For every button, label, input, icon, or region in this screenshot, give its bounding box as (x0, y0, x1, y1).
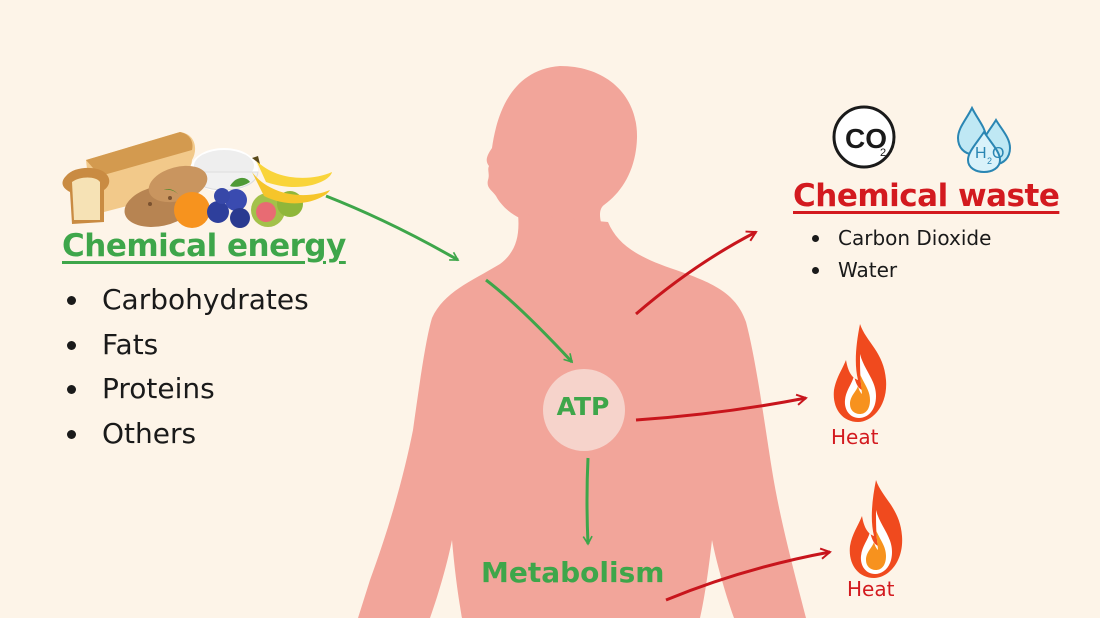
body-to-atp-arrow (485, 278, 574, 364)
food-icon (62, 132, 332, 228)
h2o-text: H (975, 145, 987, 162)
metabolism-to-heat-arrow (665, 547, 832, 602)
co2-icon: CO 2 (832, 105, 896, 169)
chemical-waste-list: Carbon Dioxide Water (808, 222, 991, 286)
atp-to-heat-arrow (635, 393, 808, 422)
atp-circle (543, 369, 625, 451)
h2o-subscript: 2 (987, 156, 992, 166)
list-item: Carbohydrates (62, 278, 309, 323)
water-drops-icon (956, 105, 1012, 174)
list-item: Water (808, 254, 991, 286)
body-to-waste-arrow (635, 230, 758, 316)
green-arrows (325, 194, 593, 546)
red-arrows (635, 230, 832, 602)
fire-icon (849, 480, 903, 578)
metabolism-label: Metabolism (481, 556, 665, 589)
human-body-icon (358, 66, 806, 618)
chemical-energy-list: Carbohydrates Fats Proteins Others (62, 278, 309, 456)
h2o-tail: O (992, 145, 1004, 162)
co2-text: CO (845, 123, 887, 154)
chemical-energy-title: Chemical energy (62, 228, 346, 264)
chemical-waste-title: Chemical waste (793, 178, 1060, 214)
food-to-body-arrow (325, 194, 460, 262)
atp-to-metabolism-arrow (582, 457, 593, 546)
heat-label: Heat (847, 577, 895, 601)
list-item: Proteins (62, 367, 309, 412)
list-item: Others (62, 412, 309, 457)
co2-subscript: 2 (880, 147, 886, 159)
atp-label: ATP (556, 392, 610, 421)
heat-label: Heat (831, 425, 879, 449)
list-item: Carbon Dioxide (808, 222, 991, 254)
list-item: Fats (62, 323, 309, 368)
fire-icon (833, 324, 887, 422)
